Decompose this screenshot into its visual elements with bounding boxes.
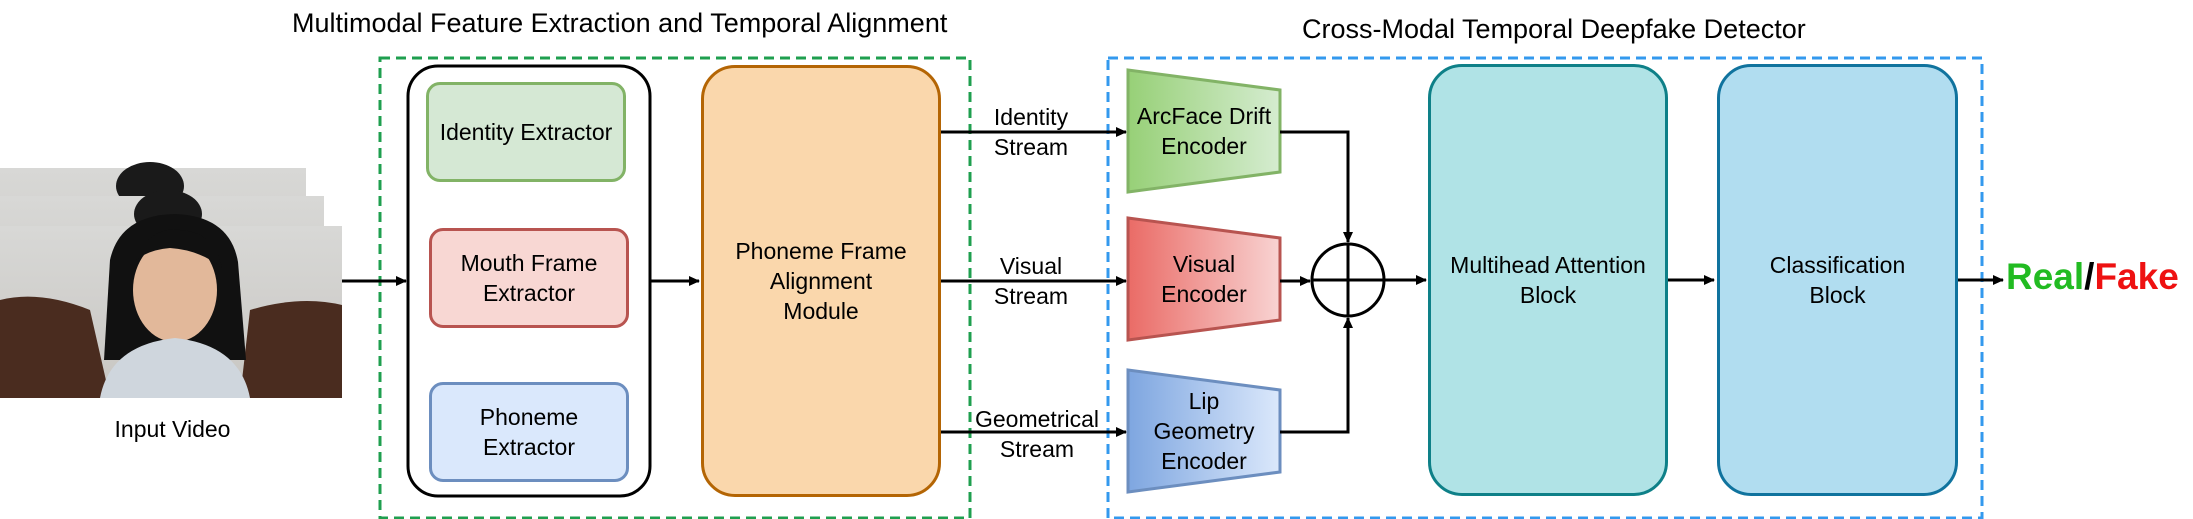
mouth-frame-extractor-label: Mouth Frame Extractor — [460, 250, 598, 306]
phoneme-alignment-module: Phoneme Frame Alignment Module — [701, 65, 941, 497]
fusion-sum-node — [1310, 242, 1386, 318]
phoneme-alignment-label: Phoneme Frame Alignment Module — [735, 238, 907, 324]
classification-label: Classification Block — [1769, 252, 1906, 308]
multihead-attention-label: Multihead Attention Block — [1450, 252, 1646, 308]
visual-encoder-shape — [1126, 216, 1282, 342]
input-video-frames — [0, 162, 342, 398]
arrow-arcface-to-fusion — [1280, 130, 1353, 243]
identity-stream-label: Identity Stream — [993, 104, 1069, 160]
feature-extraction-title: Multimodal Feature Extraction and Tempor… — [292, 8, 948, 38]
identity-extractor-label: Identity Extractor — [439, 119, 613, 145]
detector-section — [1106, 56, 1984, 519]
output-label: Real/Fake — [2006, 256, 2179, 298]
classification-block: Classification Block — [1717, 64, 1958, 496]
phoneme-extractor-label: Phoneme Extractor — [479, 404, 579, 460]
detector-title: Cross-Modal Temporal Deepfake Detector — [1302, 14, 1806, 44]
lip-encoder-shape — [1126, 368, 1282, 494]
multihead-attention-block: Multihead Attention Block — [1428, 64, 1668, 496]
output-real: Real — [2006, 256, 2085, 297]
mouth-frame-extractor-box: Mouth Frame Extractor — [429, 228, 629, 328]
feature-extraction-section — [378, 56, 972, 519]
output-separator: / — [2084, 256, 2095, 297]
output-fake: Fake — [2094, 256, 2179, 297]
arcface-encoder-label: ArcFace Drift Encoder — [1136, 103, 1272, 159]
identity-extractor-box: Identity Extractor — [426, 82, 626, 182]
input-video-label: Input Video — [114, 416, 231, 442]
geometrical-stream-label: Geometrical Stream — [975, 406, 1099, 462]
arrow-lip-to-fusion — [1280, 317, 1353, 434]
visual-stream-label: Visual Stream — [993, 253, 1069, 309]
phoneme-extractor-box: Phoneme Extractor — [429, 382, 629, 482]
lip-geometry-encoder-label: Lip Geometry Encoder — [1153, 388, 1255, 474]
visual-encoder-label: Visual Encoder — [1161, 251, 1247, 307]
arcface-encoder-shape — [1126, 68, 1282, 194]
